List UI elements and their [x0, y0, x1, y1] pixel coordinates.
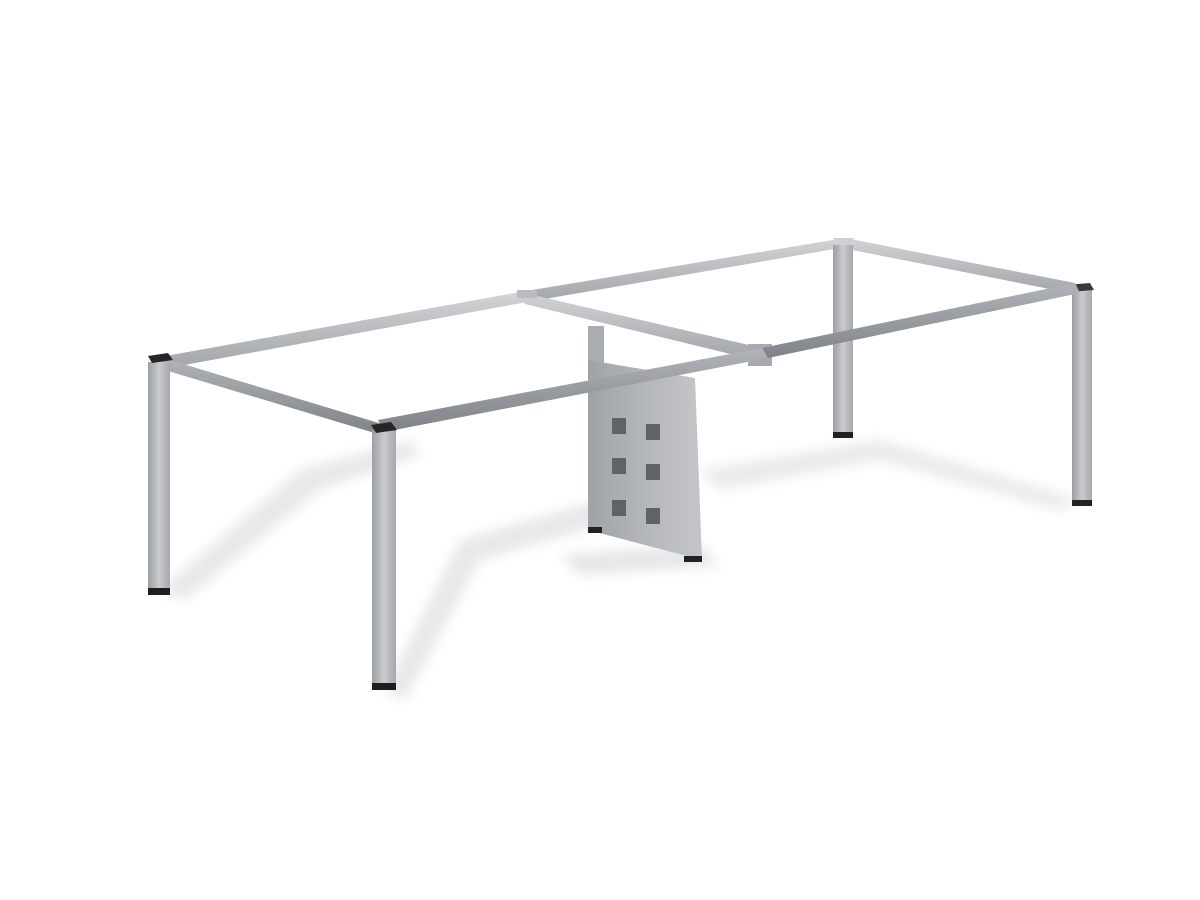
center-support-panel: [588, 326, 702, 562]
back-rail: [160, 238, 852, 368]
front-rail: [378, 283, 1080, 432]
front-left-leg: [371, 422, 397, 690]
back-left-leg: [148, 353, 173, 595]
panel-cutouts: [612, 418, 660, 524]
right-end-rail: [842, 238, 1075, 293]
left-end-rail: [158, 357, 382, 434]
front-right-leg: [1066, 283, 1094, 506]
